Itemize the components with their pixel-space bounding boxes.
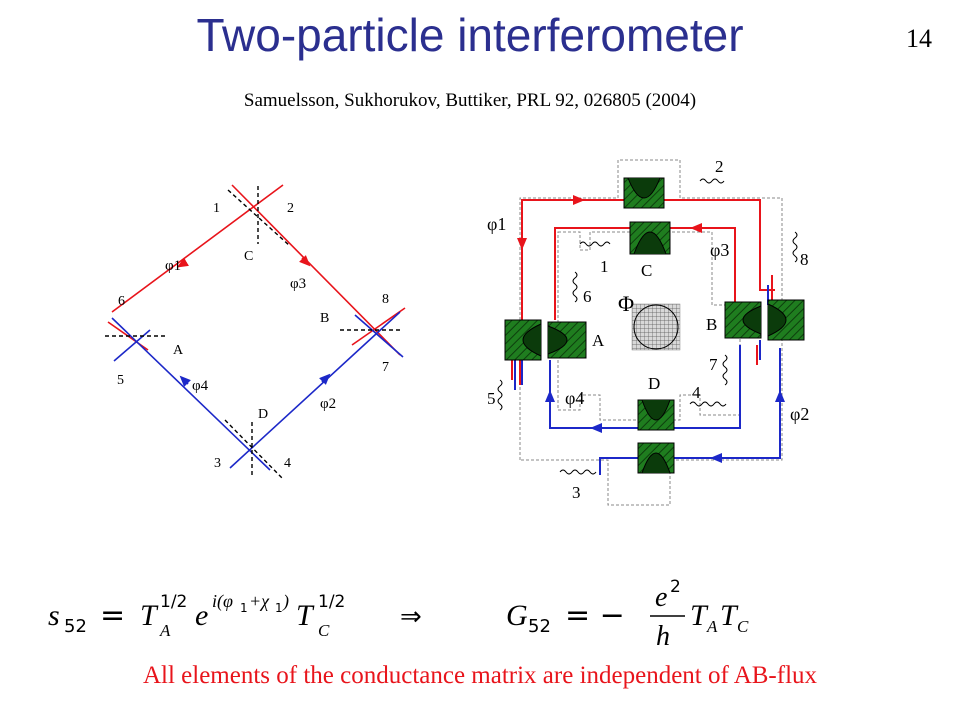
left-terminal-6: 6 [118,294,125,309]
right-gate-C-top [623,177,665,209]
svg-text:e: e [655,582,667,613]
svg-text:2: 2 [670,577,681,597]
flux-label: Φ [618,291,634,316]
left-beam-splitters [105,186,400,479]
svg-text:e: e [195,599,208,632]
svg-text:T: T [296,599,315,632]
right-gate-B-left [724,301,762,339]
conclusion-statement: All elements of the conductance matrix a… [142,662,818,689]
left-interferometer-diagram: 1 2 3 4 5 6 7 8 A B C D φ1 φ2 φ3 φ4 [105,184,406,479]
right-splitter-C: C [641,261,652,280]
svg-text:=: = [100,598,125,633]
right-terminal-2: 2 [715,157,724,176]
svg-text:52: 52 [528,616,551,637]
equation-s52: s 52 = T 1/2 A e i(φ 1 +χ 1 ) T 1/2 C ⇒ [48,591,422,640]
svg-text:C: C [318,621,330,640]
right-gate-C-bottom [629,221,671,255]
left-terminal-3: 3 [214,456,221,471]
equations: s 52 = T 1/2 A e i(φ 1 +χ 1 ) T 1/2 C ⇒ … [48,577,749,652]
left-terminal-2: 2 [287,201,294,216]
svg-text:): ) [282,591,289,612]
svg-text:T: T [140,599,159,632]
right-phase-3: φ3 [710,240,729,260]
left-terminal-5: 5 [117,373,124,388]
right-terminal-4: 4 [692,383,701,402]
svg-text:1: 1 [240,601,248,615]
right-splitter-A: A [592,331,605,350]
svg-text:1/2: 1/2 [160,592,187,612]
left-red-paths [107,184,406,356]
left-terminal-1: 1 [213,201,220,216]
flux-disc [633,304,679,350]
right-red-edge-channels [511,199,775,385]
page-number: 14 [906,24,932,53]
equation-g52: G 52 = − e 2 h T A T C [506,577,749,652]
svg-text:A: A [159,621,171,640]
svg-text:s: s [48,599,60,632]
right-sample-boundary [519,159,783,506]
svg-text:1: 1 [275,601,283,615]
right-splitter-D: D [648,374,660,393]
right-gate-D-top [637,399,675,431]
right-terminal-7: 7 [709,355,718,374]
left-phase-2: φ2 [320,396,336,412]
right-gate-A-right [547,321,587,359]
left-terminal-4: 4 [284,456,291,471]
svg-text:C: C [737,617,749,636]
right-terminal-8: 8 [800,250,809,269]
slide-title: Two-particle interferometer [196,9,744,61]
left-terminal-7: 7 [382,360,389,375]
left-splitter-B: B [320,311,329,326]
right-phase-1: φ1 [487,214,506,234]
svg-text:⇒: ⇒ [400,602,422,632]
left-blue-paths [111,311,404,471]
right-terminal-5: 5 [487,389,496,408]
left-splitter-A: A [173,343,184,358]
right-terminal-6: 6 [583,287,592,306]
right-gate-B-right [767,299,805,341]
svg-text:T: T [690,599,709,632]
svg-text:T: T [720,599,739,632]
left-phase-3: φ3 [290,276,306,292]
svg-text:+χ: +χ [249,591,270,611]
left-phase-4: φ4 [192,378,209,394]
svg-text:h: h [656,621,670,652]
svg-text:1/2: 1/2 [318,592,345,612]
left-splitter-C: C [244,249,253,264]
svg-text:52: 52 [64,616,87,637]
right-gate-A-left [504,319,542,361]
left-splitter-D: D [258,407,268,422]
right-wavy-contacts [497,178,798,475]
right-interferometer-diagram: 1 2 3 4 5 6 7 8 A B C D φ1 φ2 φ3 φ4 Φ [487,157,809,506]
right-phase-2: φ2 [790,404,809,424]
right-terminal-1: 1 [600,257,609,276]
right-splitter-B: B [706,315,717,334]
left-phase-1: φ1 [165,258,181,274]
left-terminal-8: 8 [382,292,389,307]
svg-text:= −: = − [565,598,625,633]
svg-text:A: A [706,617,718,636]
right-inner-boundary [557,231,741,421]
right-terminal-3: 3 [572,483,581,502]
right-gate-D-bottom [637,442,675,474]
svg-text:G: G [506,599,528,632]
reference-citation: Samuelsson, Sukhorukov, Buttiker, PRL 92… [243,90,697,111]
right-phase-4: φ4 [565,388,584,408]
svg-text:i(φ: i(φ [212,591,233,612]
